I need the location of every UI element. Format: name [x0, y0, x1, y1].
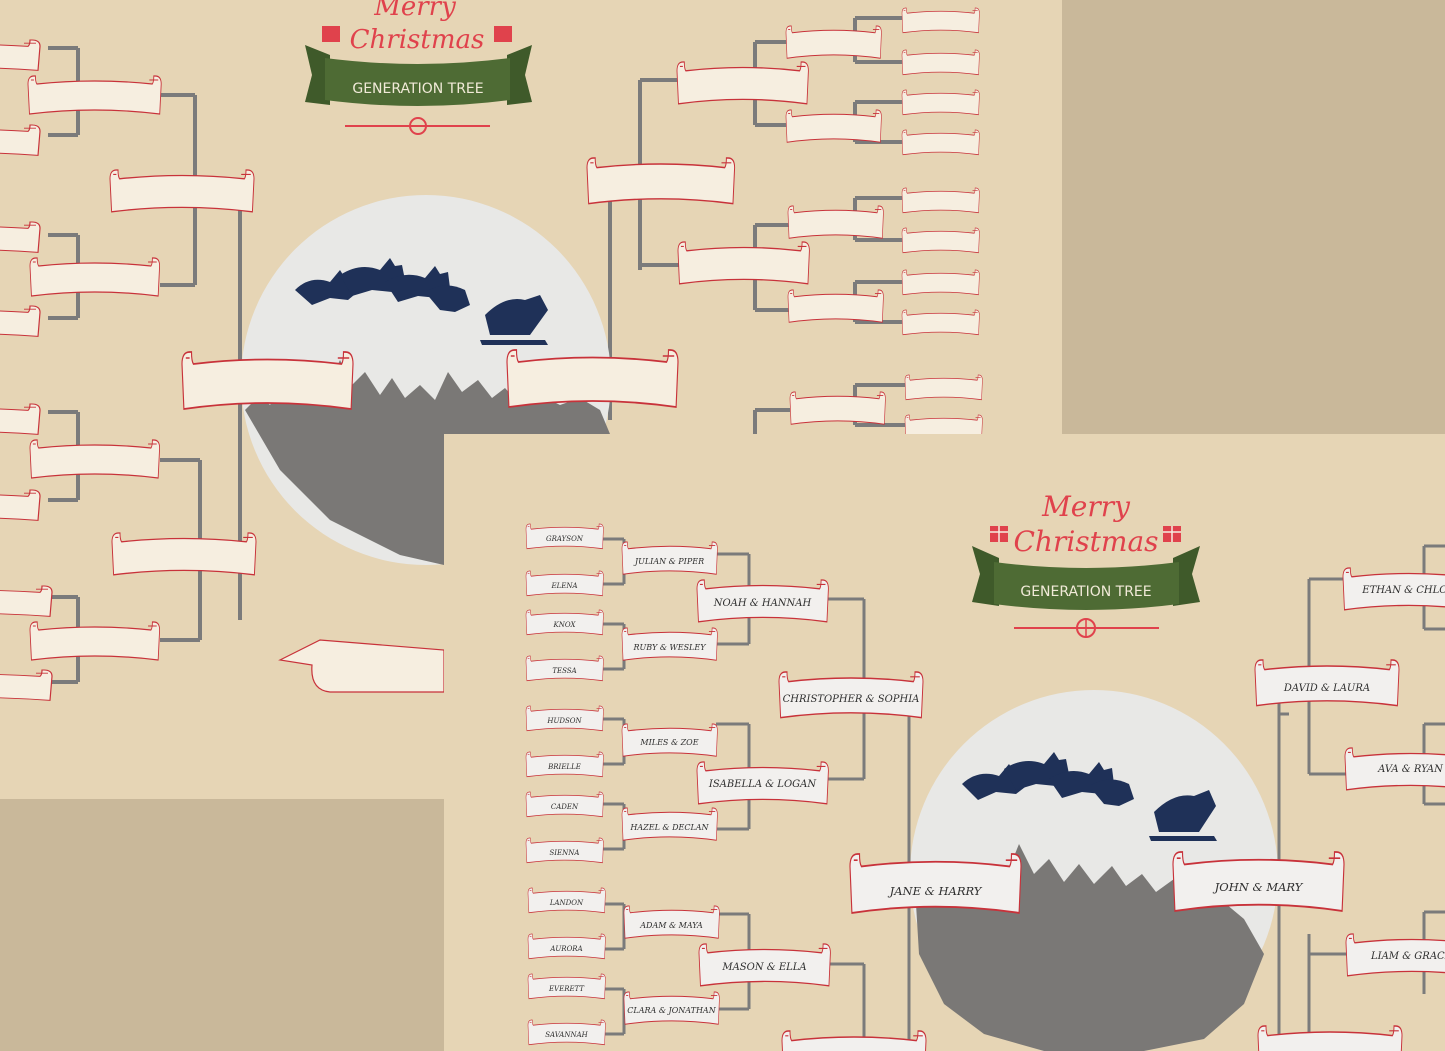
gen2-right-label: DAVID & LAURA: [1283, 683, 1371, 694]
gen2-right-label: LIAM & GRACE: [1370, 951, 1445, 962]
gift-icon: [1163, 526, 1181, 542]
child-label: EVERETT: [548, 985, 585, 993]
child-label: AURORA: [550, 945, 583, 953]
child-label: SIENNA: [549, 849, 580, 857]
root-right-label: JOHN & MARY: [1214, 880, 1303, 894]
pine-forest-silhouette: [245, 360, 610, 565]
couple-label: JULIAN & PIPER: [634, 557, 705, 566]
child-label: HUDSON: [547, 717, 582, 725]
child-label: ELENA: [551, 582, 578, 590]
filled-tree-artwork: Merry Christmas GENERATION TREE: [525, 490, 1445, 1051]
gen3-right-label: ETHAN & CHLOE: [1362, 585, 1445, 596]
svg-text:Merry: Merry: [373, 0, 456, 22]
snowflake-icon: [1076, 618, 1096, 638]
child-label: SAVANNAH: [545, 1031, 588, 1039]
gen2-right-label: AVA & RYAN: [1378, 764, 1443, 775]
blank-tree-artwork: Merry Christmas GENERATION TREE: [0, 0, 983, 702]
banner-text: GENERATION TREE: [1020, 584, 1151, 600]
reindeer-sleigh-silhouette: [962, 752, 1217, 841]
child-label: CADEN: [550, 803, 579, 811]
gen2-left-label: MASON & ELLA: [722, 962, 807, 973]
generation-tree-banner: [994, 562, 1179, 610]
child-label: LANDON: [549, 899, 584, 907]
christmas-text: Christmas: [1013, 525, 1158, 558]
couple-label: RUBY & WESLEY: [633, 643, 706, 652]
root-left-label: JANE & HARRY: [889, 884, 982, 898]
filled-tree-sheet: Merry Christmas GENERATION TREE: [444, 434, 1445, 1051]
child-label: TESSA: [552, 667, 577, 675]
svg-text:Christmas: Christmas: [350, 25, 485, 55]
gen3-left-label: NOAH & HANNAH: [713, 598, 812, 609]
reindeer-sleigh-silhouette: [295, 258, 548, 345]
couple-label: HAZEL & DECLAN: [630, 823, 709, 832]
gift-icon: [990, 526, 1008, 542]
child-label: BRIELLE: [548, 763, 581, 771]
couple-label: MILES & ZOE: [640, 738, 699, 747]
couple-label: ADAM & MAYA: [640, 921, 703, 930]
child-label: KNOX: [553, 621, 576, 629]
couple-label: CLARA & JONATHAN: [627, 1006, 716, 1015]
gen2-left-label: ISABELLA & LOGAN: [708, 779, 817, 790]
svg-text:GENERATION TREE: GENERATION TREE: [352, 81, 483, 97]
child-label: GRAYSON: [546, 535, 583, 543]
merry-text: Merry: [1041, 490, 1131, 523]
gen2-left-label: CHRISTOPHER & SOPHIA: [782, 694, 920, 705]
